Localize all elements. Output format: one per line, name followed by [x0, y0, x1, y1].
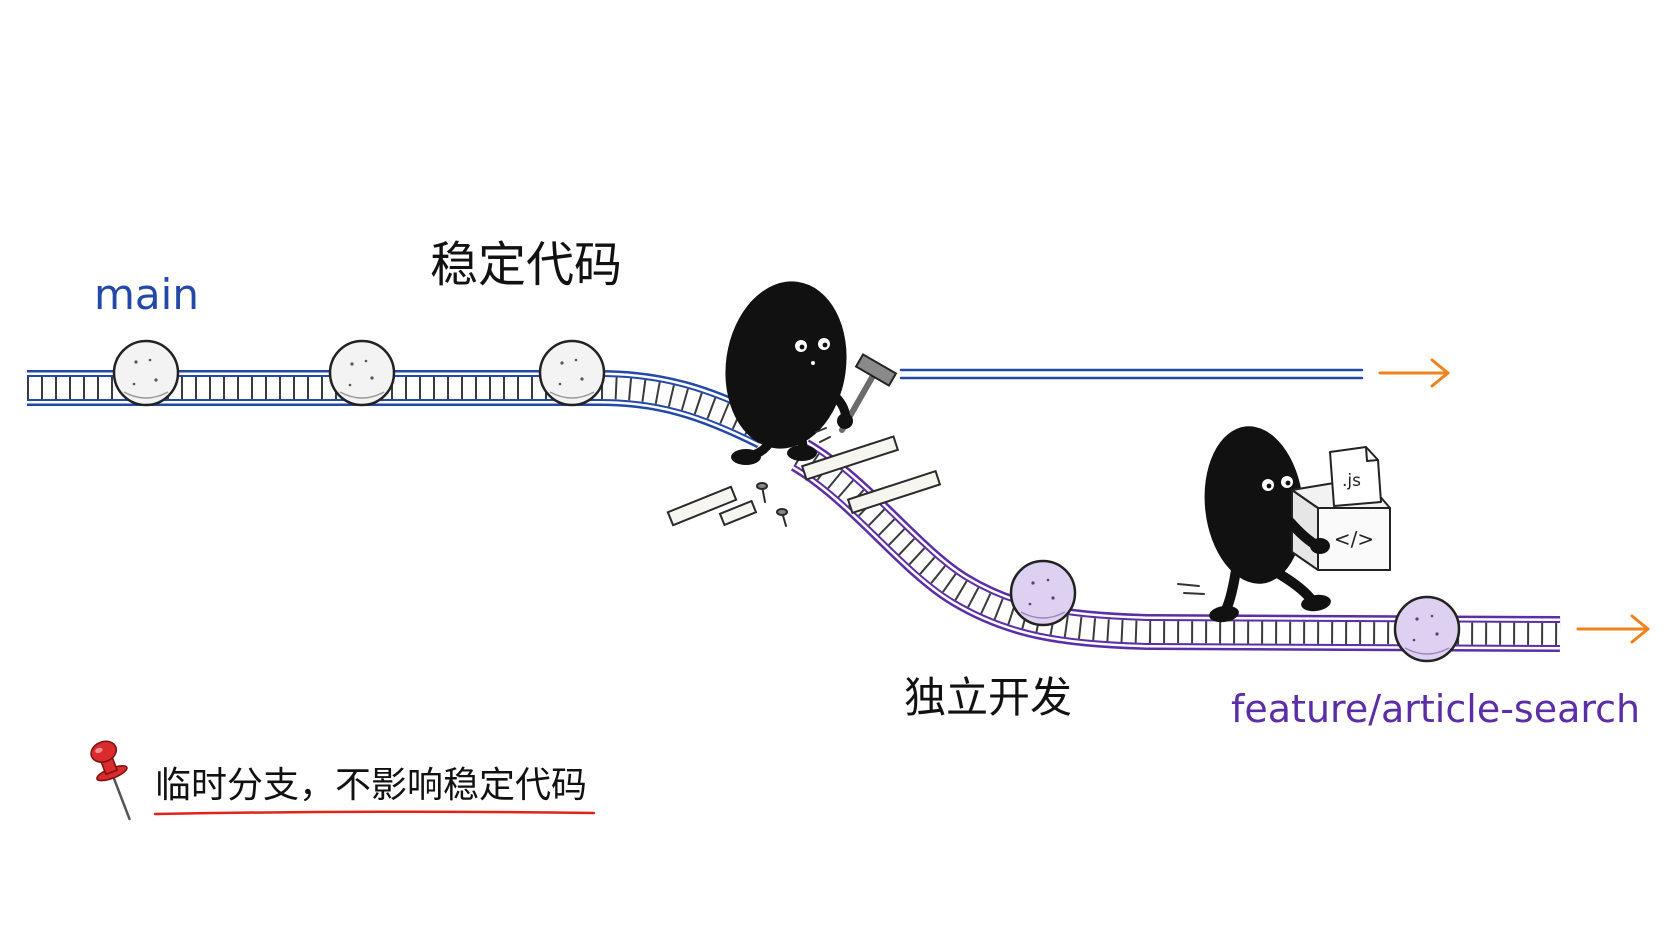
arrow-right-icon: [1576, 614, 1650, 644]
motion-lines: [1177, 583, 1205, 595]
box-icon: .js </>: [1291, 446, 1391, 571]
file-extension-label: .js: [1342, 471, 1361, 491]
main-branch-line: [899, 368, 1364, 380]
loose-plank: [666, 485, 738, 527]
carrier-character: .js </>: [1177, 426, 1391, 623]
plank: [800, 435, 900, 481]
code-symbol-label: </>: [1334, 527, 1374, 551]
carrier-body: [1204, 426, 1304, 584]
main-commit-node: [112, 339, 180, 407]
swing-marks: [815, 427, 831, 443]
stable-code-label: 稳定代码: [430, 237, 622, 293]
pushpin-icon: [90, 740, 131, 821]
track-planks: [666, 435, 942, 527]
main-branch-label: main: [94, 270, 199, 319]
arrow-right-icon: [1378, 358, 1450, 388]
feature-commits: [1009, 559, 1461, 663]
main-commit-node: [538, 339, 606, 407]
file-icon: .js: [1329, 446, 1382, 507]
builder-character: [725, 281, 898, 465]
feature-commit-node: [1009, 559, 1077, 627]
plank: [846, 469, 942, 515]
independent-dev-label: 独立开发: [904, 673, 1072, 722]
loose-plank: [718, 499, 758, 527]
builder-eyes: [795, 338, 830, 365]
builder-body: [725, 281, 847, 449]
main-commit-node: [328, 339, 396, 407]
note-underline: [153, 810, 596, 816]
carrier-eyes: [1262, 476, 1293, 491]
main-commits: [112, 339, 606, 407]
nails: [756, 482, 788, 527]
feature-commit-node: [1393, 595, 1461, 663]
note-text: 临时分支，不影响稳定代码: [155, 765, 587, 806]
feature-branch-label: feature/article-search: [1231, 687, 1640, 731]
